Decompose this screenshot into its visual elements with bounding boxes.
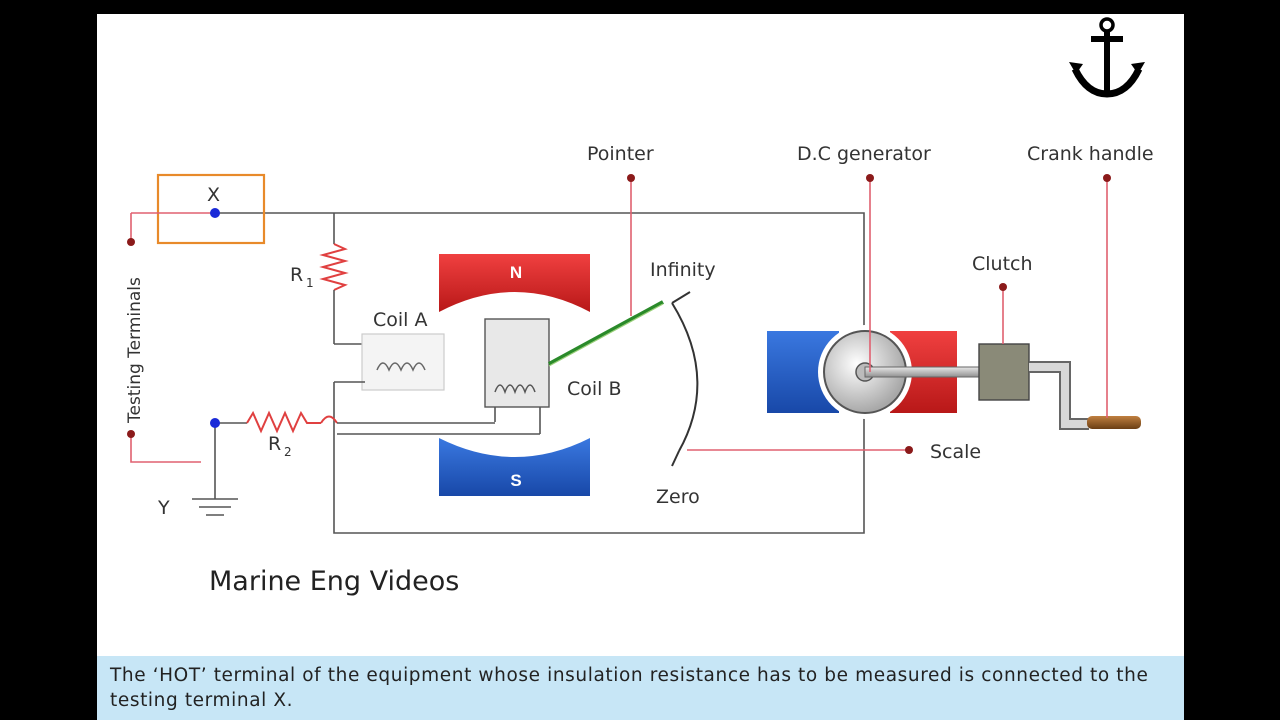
label-r1: R [290,264,303,286]
label-r1-sub: 1 [306,276,314,290]
resistor-r2 [246,410,321,434]
watermark: Marine Eng Videos [209,566,460,597]
megger-diagram: N S [125,17,1154,534]
label-r2-sub: 2 [284,445,292,459]
label-scale: Scale [930,441,981,463]
label-zero: Zero [656,486,700,508]
slide: N S [97,14,1184,720]
coil-a [361,333,445,391]
label-coil-b: Coil B [567,378,622,400]
magnet-north: N [439,254,590,312]
terminal-x-box [156,173,266,245]
label-pointer: Pointer [587,143,654,165]
label-dc-generator: D.C generator [797,143,931,165]
label-crank-handle: Crank handle [1027,143,1154,165]
circuit-box [215,212,865,534]
caption-bar: The ‘HOT’ terminal of the equipment whos… [97,656,1184,720]
clutch [978,343,1030,401]
label-clutch: Clutch [972,253,1033,275]
pointer-needle [548,300,664,366]
label-testing-terminals: Testing Terminals [125,277,145,424]
scale-arc [671,302,699,452]
resistor-r1 [319,243,349,291]
label-infinity: Infinity [650,259,716,281]
svg-text:N: N [510,263,522,282]
label-terminal-y: Y [157,497,170,519]
svg-text:S: S [510,471,521,490]
crank-handle[interactable] [1087,416,1141,429]
coil-b [484,318,550,408]
terminal-y[interactable] [210,418,220,428]
anchor-icon [1069,17,1145,98]
label-terminal-x: X [207,184,220,206]
caption-text: The ‘HOT’ terminal of the equipment whos… [110,665,1149,711]
terminal-x[interactable] [210,208,220,218]
ground-icon [192,498,238,516]
label-coil-a: Coil A [373,309,428,331]
label-r2: R [268,433,281,455]
magnet-south: S [439,438,590,496]
callouts [627,174,1111,454]
